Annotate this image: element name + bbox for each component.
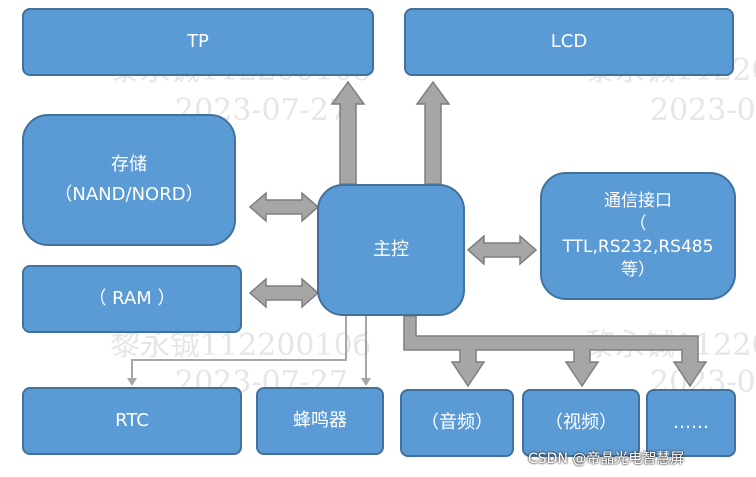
arrowhead-rtc xyxy=(127,378,137,386)
arrow-main-to-tp xyxy=(330,80,366,185)
comm-paren: （ xyxy=(629,214,647,234)
buzzer-box: 蜂鸣器 xyxy=(256,387,384,455)
main-controller-box: 主控 xyxy=(317,184,465,316)
lcd-label: LCD xyxy=(550,31,588,52)
main-controller-label: 主控 xyxy=(373,239,409,260)
arrow-main-comm xyxy=(466,234,538,266)
arrow-main-to-lcd xyxy=(415,80,451,185)
comm-tail: 等） xyxy=(621,260,655,280)
comm-protocols: TTL,RS232,RS485 xyxy=(562,237,714,257)
comm-title: 通信接口 xyxy=(604,191,672,211)
rtc-box: RTC xyxy=(22,387,242,455)
video-box: （视频） xyxy=(522,389,640,457)
storage-title: 存储 xyxy=(111,154,147,175)
arrow-storage-main xyxy=(248,191,320,223)
storage-box: 存储 （NAND/NORD） xyxy=(22,114,236,246)
buzzer-label: 蜂鸣器 xyxy=(293,410,347,431)
ram-label: （ RAM ） xyxy=(88,288,176,309)
comm-interface-box: 通信接口 （ TTL,RS232,RS485 等） xyxy=(540,172,736,300)
bus-main-to-peripherals xyxy=(403,315,708,388)
line-main-to-rtc xyxy=(131,316,347,380)
video-label: （视频） xyxy=(545,412,617,433)
more-box: …… xyxy=(646,389,736,457)
audio-label: （音频） xyxy=(421,412,493,433)
watermark-date: 2023-07-27 xyxy=(650,93,756,128)
watermark-name: 黎永铖11220010б xyxy=(110,328,371,363)
source-credit: CSDN @帝晶光电智慧屏 xyxy=(528,451,685,467)
rtc-label: RTC xyxy=(115,410,149,431)
lcd-box: LCD xyxy=(404,8,734,76)
tp-box: TP xyxy=(22,8,374,76)
ram-box: （ RAM ） xyxy=(22,265,242,333)
more-label: …… xyxy=(673,412,709,433)
storage-subtitle: （NAND/NORD） xyxy=(54,184,204,205)
arrow-ram-main xyxy=(248,277,320,309)
tp-label: TP xyxy=(187,31,209,52)
arrowhead-buzzer xyxy=(361,378,371,386)
audio-box: （音频） xyxy=(400,389,514,457)
